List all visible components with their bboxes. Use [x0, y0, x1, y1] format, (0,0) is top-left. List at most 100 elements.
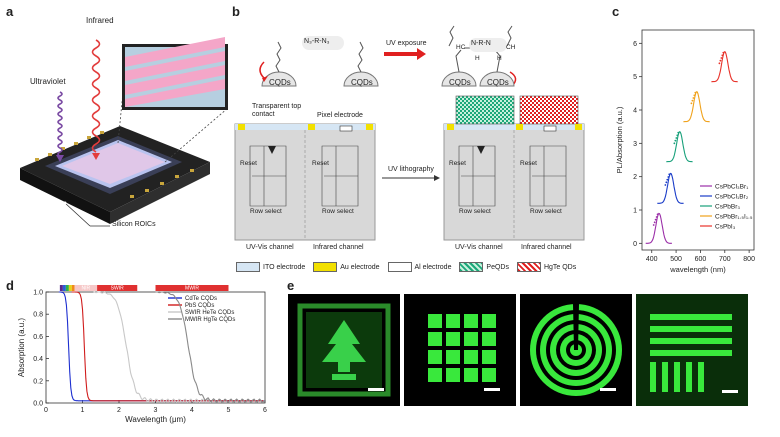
au-swatch: [313, 262, 338, 272]
plot-frame: [641, 29, 755, 251]
absorption-dot: [690, 102, 693, 105]
x-tick-label: 5: [227, 407, 231, 414]
material-legend: ITO electrode Au electrode Al electrode …: [236, 262, 608, 272]
y-tick-label: 0.0: [33, 401, 43, 408]
uv-lithography-label: UV lithography: [388, 166, 434, 173]
row-select-label-1: Row select: [250, 208, 282, 215]
absorption-dot: [655, 216, 658, 218]
cqd-label-2: CQDs: [351, 78, 373, 87]
legend-entry: CsPbI₃: [715, 224, 736, 231]
pl-series-line: [683, 91, 710, 123]
cqd-label-3: CQDs: [449, 78, 471, 87]
reset-label-2: Reset: [312, 160, 329, 167]
legend-entry: CsPbBr₃: [715, 204, 740, 211]
legend-entry: CsPbCl₁Br₂: [715, 194, 749, 201]
legend-entry: SWIR HeTe CQDs: [185, 310, 234, 316]
x-tick-label: 3: [154, 407, 158, 414]
absorption-dot: [674, 139, 677, 142]
hc-label: HC: [456, 44, 466, 51]
crosslink-label: N-R-N: [471, 40, 491, 47]
ultraviolet-label: Ultraviolet: [30, 77, 66, 86]
absorption-dot: [718, 62, 721, 65]
absorption-series-line: [71, 291, 265, 402]
panel-label-c: c: [612, 4, 620, 19]
x-tick-label: 2: [117, 407, 121, 414]
reset-label-1: Reset: [240, 160, 257, 167]
absorption-series-line: [58, 291, 265, 402]
cqd-label-4: CQDs: [487, 78, 509, 87]
micrograph-concentric-rings: [520, 294, 632, 406]
pl-series-line: [666, 131, 693, 163]
x-tick-label: 1: [81, 407, 85, 414]
peqd-swatch: [459, 262, 484, 272]
x-tick-label: 400: [646, 256, 658, 263]
absorption-dot: [694, 91, 697, 94]
visible-spectrum-swatch: [62, 285, 66, 291]
visible-spectrum-swatch: [59, 285, 63, 291]
visible-spectrum-swatch: [68, 285, 72, 291]
plot-frame: [45, 291, 266, 404]
reset-label-4: Reset: [520, 160, 537, 167]
azide-linker-label: N₃-R-N₃: [304, 38, 330, 45]
visible-spectrum-swatch: [71, 285, 75, 291]
absorption-dot: [692, 97, 695, 99]
cqd-label-1: CQDs: [269, 78, 291, 87]
uvvis-channel-label-1: UV-Vis channel: [246, 244, 294, 251]
y-tick-label: 5: [633, 74, 637, 81]
y-tick-label: 2: [633, 174, 637, 181]
x-tick-label: 700: [719, 256, 731, 263]
y-tick-label: 0.2: [33, 378, 43, 385]
h-label-2: H: [497, 55, 502, 62]
ito-swatch: [236, 262, 260, 272]
y-tick-label: 0.6: [33, 334, 43, 341]
y-tick-label: 0.4: [33, 356, 43, 363]
h-label-1: H: [475, 55, 480, 62]
x-axis-label: Wavelength (μm): [125, 415, 186, 424]
x-tick-label: 4: [190, 407, 194, 414]
transparent-contact-label: Transparent top contact: [252, 103, 302, 118]
reset-label-3: Reset: [449, 160, 466, 167]
absorption-dot: [719, 59, 722, 62]
y-tick-label: 4: [633, 108, 637, 115]
band-bar: [155, 285, 229, 291]
panel-label-b: b: [232, 4, 240, 19]
y-tick-label: 6: [633, 41, 637, 48]
roic-label: Silicon ROICs: [112, 221, 156, 228]
x-tick-label: 800: [743, 256, 755, 263]
legend-peqd: PeQDs: [486, 263, 509, 271]
legend-entry: PbS CQDs: [185, 303, 214, 309]
x-tick-label: 0: [44, 407, 48, 414]
panel-label-a: a: [6, 4, 14, 19]
micrograph-line-test-pattern: [636, 294, 748, 406]
micrograph-tree-logo: [288, 294, 400, 406]
absorption-dot: [676, 134, 679, 137]
hgte-swatch: [516, 262, 541, 272]
absorption-dot: [668, 173, 671, 176]
absorption-dot: [664, 184, 667, 186]
y-tick-label: 0.8: [33, 312, 43, 319]
absorption-dot: [721, 54, 724, 57]
y-tick-label: 0: [633, 241, 637, 248]
absorption-dot: [652, 224, 655, 226]
absorption-dot: [665, 181, 668, 184]
panel-label-d: d: [6, 278, 14, 293]
panel-label-e: e: [287, 278, 295, 293]
legend-hgte: HgTe QDs: [543, 263, 577, 271]
band-label: NIR: [81, 286, 90, 292]
absorption-dot: [667, 176, 670, 178]
infrared-label: Infrared: [86, 16, 114, 25]
ir-channel-label-2: Infrared channel: [521, 244, 572, 251]
absorption-dot: [654, 218, 657, 221]
absorption-dot: [677, 131, 680, 134]
x-axis-label: wavelength (nm): [669, 265, 726, 274]
visible-spectrum-swatch: [65, 285, 69, 291]
pixel-electrode-label: Pixel electrode: [317, 112, 363, 119]
ch-label: CH: [506, 44, 516, 51]
absorption-dot: [722, 51, 725, 54]
legend-ito: ITO electrode: [263, 263, 306, 271]
absorption-series-line: [155, 291, 265, 404]
legend-entry: CsPbBr₁.₅I₁.₅: [715, 214, 753, 221]
absorption-series-line: [93, 291, 265, 404]
